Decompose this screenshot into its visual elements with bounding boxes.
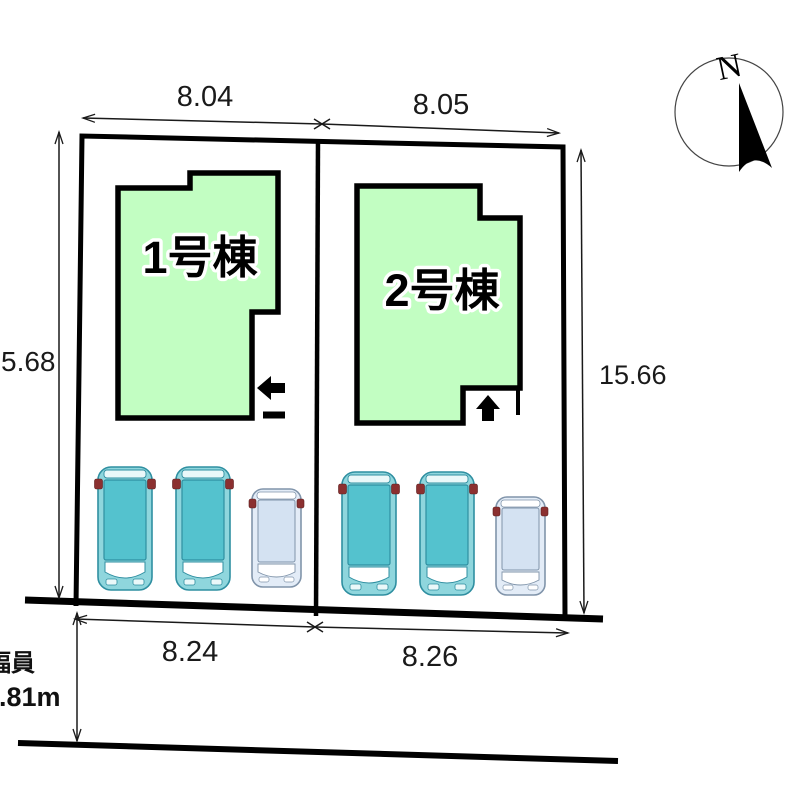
plot-outline	[73, 133, 568, 618]
dim-bottom-right-value: 8.26	[402, 641, 458, 673]
buildings: 1号棟 2号棟	[115, 170, 523, 426]
entrance-arrow-left-icon	[257, 376, 285, 400]
north-needle-icon	[739, 83, 772, 172]
building-1-label: 1号棟	[142, 232, 258, 283]
dim-top-right-value: 8.05	[413, 89, 469, 121]
car-teal-1	[93, 466, 157, 591]
roads	[17, 596, 619, 764]
car-teal-3	[337, 471, 401, 596]
road-edge-lower	[17, 740, 619, 764]
north-label: N	[713, 47, 745, 88]
compass-circle	[674, 57, 784, 167]
dim-tick-top	[313, 118, 331, 130]
compass: N	[674, 47, 784, 172]
car-teal-4	[415, 471, 479, 596]
entrance-arrow-up-icon	[476, 395, 500, 421]
building-2-footprint	[354, 183, 523, 426]
dimension-labels: 8.04 8.05 5.68 15.66 8.24 8.26 幅員 .81m	[0, 81, 667, 712]
car-blue-2	[492, 496, 549, 596]
building-1-footprint	[115, 170, 281, 421]
road-width-value: .81m	[0, 682, 61, 712]
dim-bottom-left-value: 8.24	[162, 636, 218, 668]
dim-line-bottom-right	[314, 626, 571, 638]
lot-divider-line	[313, 139, 321, 617]
dim-left-value: 5.68	[1, 346, 56, 377]
building-2-label: 2号棟	[384, 265, 500, 316]
road-width-label: 幅員	[0, 650, 35, 677]
cars	[93, 466, 549, 596]
dim-line-bottom-left	[72, 614, 316, 628]
car-blue-1	[248, 488, 305, 588]
dimension-lines	[54, 113, 589, 744]
lot-boundary	[73, 133, 568, 618]
dim-top-left-value: 8.04	[177, 81, 233, 113]
dim-right-value: 15.66	[599, 360, 667, 390]
dim-line-right	[576, 147, 589, 616]
dim-tick-bottom	[306, 621, 324, 633]
car-teal-2	[171, 466, 235, 591]
dim-line-top-left	[80, 113, 323, 125]
dim-line-top-right	[321, 123, 562, 138]
